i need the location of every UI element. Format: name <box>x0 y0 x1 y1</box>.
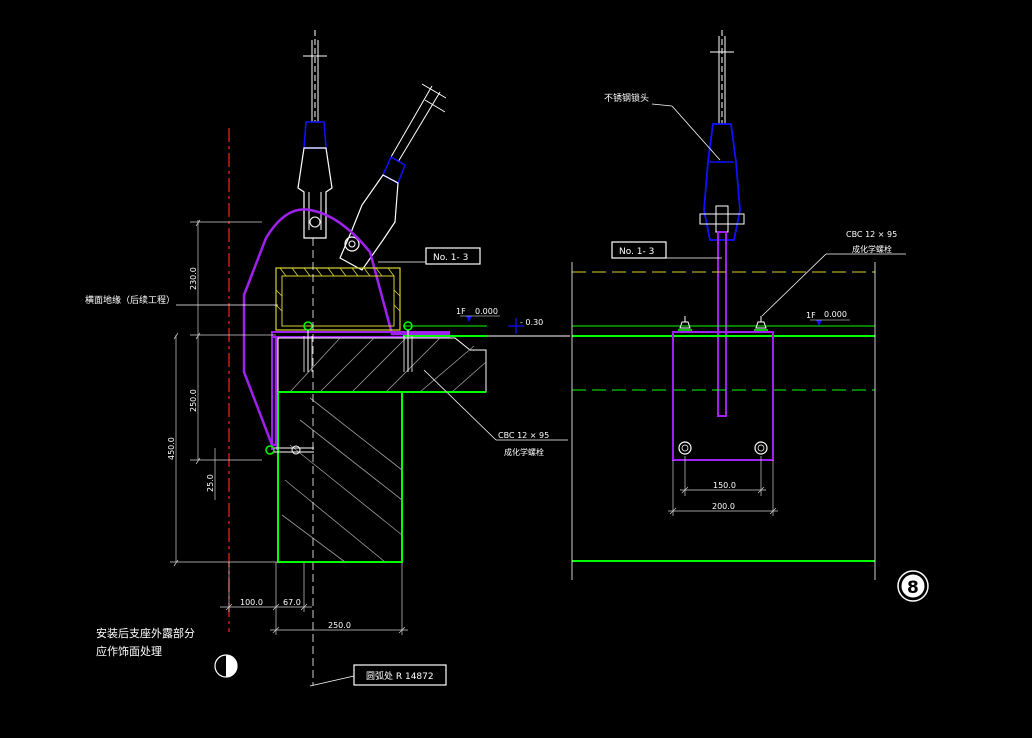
horizontal-dimensions <box>220 562 408 635</box>
dim-250-horizontal: 250.0 <box>328 621 351 630</box>
dim-450: 450.0 <box>167 437 176 460</box>
bolt-circle-2 <box>754 441 768 455</box>
level-mark-left: 1F 0.000 - 0.30 <box>456 307 543 334</box>
base-plate-magenta <box>672 331 774 461</box>
dim-200: 200.0 <box>712 502 735 511</box>
ref-tag-left: No. 1- 3 <box>378 247 481 265</box>
dim-150: 150.0 <box>713 481 736 490</box>
section-number-text: 8 <box>907 578 919 598</box>
anchor-bolt-right-2 <box>754 316 768 331</box>
dim-250-vertical: 250.0 <box>189 389 198 412</box>
bolt-note-right-spec: CBC 12 × 95 <box>846 230 897 239</box>
right-elevation-detail: 不锈钢锁头 No. 1- 3 <box>571 30 929 602</box>
right-dimensions <box>668 456 778 516</box>
section-number-badge: 8 <box>897 570 929 602</box>
anchor-bolt-1 <box>303 321 313 372</box>
bolt-circle-1 <box>678 441 692 455</box>
vertical-cable-left <box>303 30 327 122</box>
support-plate-magenta <box>242 208 448 447</box>
ref-tag-right: No. 1- 3 <box>611 241 722 259</box>
arc-label: 圆弧处 R 14872 <box>309 664 447 687</box>
level-mark-right: 1F 0.000 <box>806 310 850 326</box>
stainless-head-blue <box>703 123 741 241</box>
dim-25: 25.0 <box>206 474 215 492</box>
note-line-1: 安装后支座外露部分 <box>96 626 195 640</box>
tension-rod-magenta <box>717 231 727 417</box>
dim-230: 230.0 <box>189 267 198 290</box>
level-left-minus: - 0.30 <box>520 318 543 327</box>
beam-hatch <box>281 397 403 563</box>
vertical-dimensions <box>170 219 278 567</box>
fork-body-incline <box>339 174 399 271</box>
dim-67: 67.0 <box>283 598 301 607</box>
inclined-cable-left <box>390 83 447 163</box>
bolt-note-left-name: 成化学螺栓 <box>504 447 544 457</box>
beam-green <box>277 325 570 563</box>
anchor-bolt-2 <box>403 321 413 372</box>
level-left-value: 0.000 <box>475 307 498 316</box>
anchor-bolt-side <box>265 445 314 455</box>
bolt-note-left-spec: CBC 12 × 95 <box>498 431 549 440</box>
stone-edge-note: 横面地缘（后续工程） <box>85 294 175 306</box>
dim-100: 100.0 <box>240 598 263 607</box>
ref-tag-left-text: No. 1- 3 <box>433 253 468 263</box>
note-line-2: 应作饰面处理 <box>96 644 162 658</box>
level-right-1f: 1F <box>806 311 816 320</box>
left-section-detail: No. 1- 3 横面地缘（后续工程） 1F 0.000 - 0.30 CBC … <box>85 30 570 687</box>
arc-label-text: 圆弧处 R 14872 <box>366 670 434 682</box>
stainless-head-label: 不锈钢锁头 <box>604 92 649 104</box>
ref-tag-right-text: No. 1- 3 <box>619 247 654 257</box>
level-left-1f: 1F <box>456 307 466 316</box>
stone-edge-box <box>275 267 401 331</box>
bolt-note-right-name: 成化学螺栓 <box>852 244 892 254</box>
half-circle-symbol <box>214 654 238 678</box>
anchor-bolt-right-1 <box>678 316 692 331</box>
level-right-value: 0.000 <box>824 310 847 319</box>
fork-body-left <box>297 147 333 239</box>
